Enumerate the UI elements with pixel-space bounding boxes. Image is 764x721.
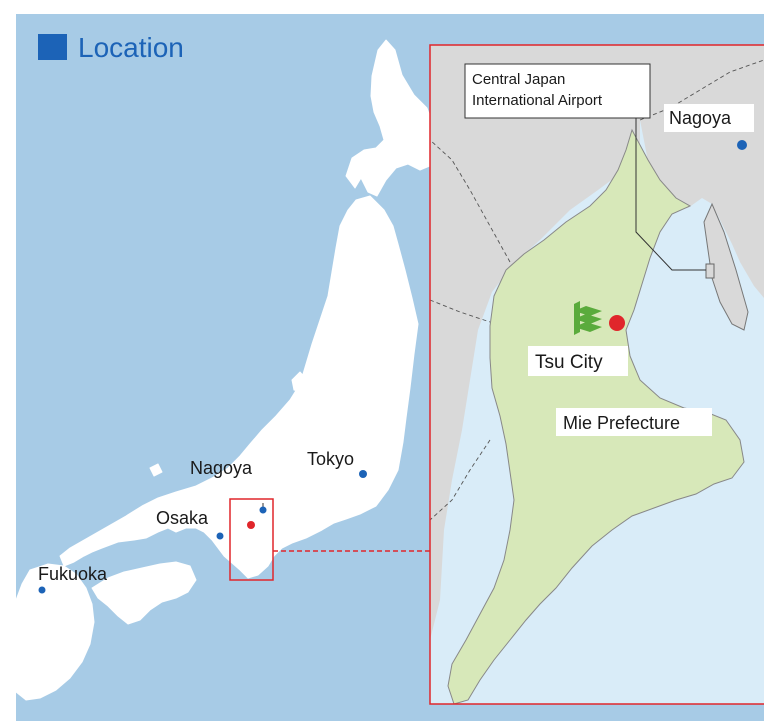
inset-locator-frame [229,498,274,581]
inset-nagoya-label: Nagoya [669,108,732,128]
tokyo-label: Tokyo [307,449,354,469]
fukuoka-label: Fukuoka [38,564,108,584]
nagoya-dot-icon [259,506,267,514]
airport-callout-box [464,63,651,119]
nagoya-label: Nagoya [190,458,253,478]
osaka-dot-icon [216,532,224,540]
inset-frame [429,44,764,705]
boundary-2 [430,139,511,263]
airport-label-line-1: Central Japan [472,71,565,88]
shikoku [91,561,197,625]
airport-island [705,263,715,279]
japan-landmass [15,39,433,701]
title-square-icon [38,34,67,60]
fukuoka-dot-icon [38,586,46,594]
tsu-city-marker-icon [609,315,625,331]
tokyo-dot-icon [359,470,367,478]
page-title: Location [78,32,184,63]
boundary-1 [430,299,491,323]
boundary-3 [639,59,764,121]
tsu-city-label: Tsu City [535,352,603,373]
inset-land-west-b [430,45,640,640]
mie-prefecture-label: Mie Prefecture [563,413,680,433]
sado-island [291,371,308,393]
honshu [59,195,419,579]
small-island-2 [15,639,25,665]
airport-label-line-2: International Airport [472,92,603,109]
hokkaido [345,39,433,197]
osaka-label: Osaka [156,508,209,528]
tsu-city-emblem-icon [574,301,602,335]
boundary-4 [430,439,491,521]
inset-nagoya-label-bg [664,104,754,132]
small-island-1 [149,463,163,477]
inset-nagoya-dot-icon [737,140,747,150]
tsu-dot-icon [247,521,255,529]
airport-leader [635,118,706,271]
tsu-city-label-bg [528,346,628,376]
chita-peninsula [703,202,749,331]
mie-label-bg [556,408,712,436]
